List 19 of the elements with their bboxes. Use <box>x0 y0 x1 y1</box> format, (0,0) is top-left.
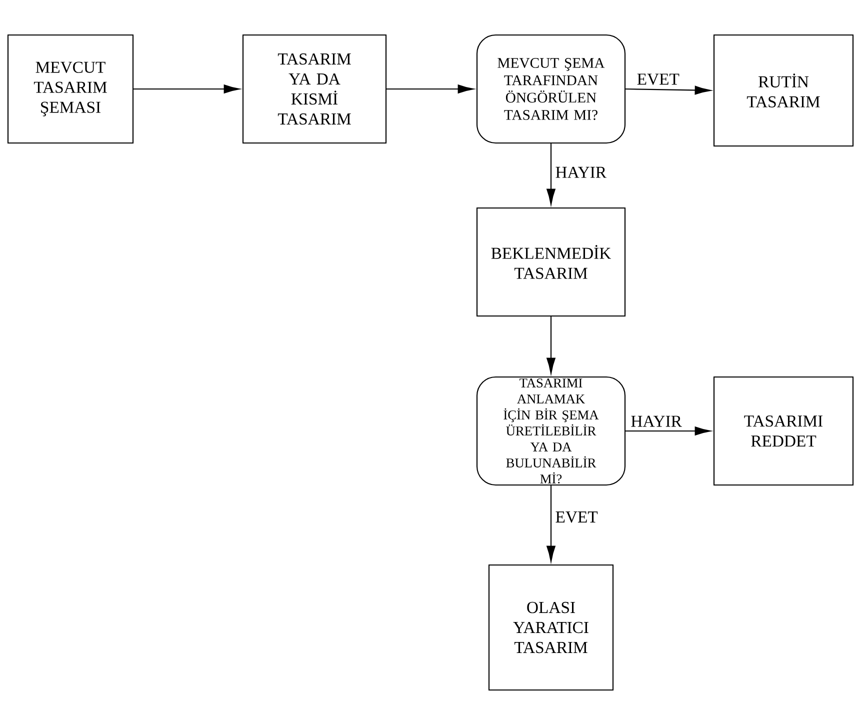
process-box: OLASI YARATICI TASARIM <box>488 564 614 691</box>
decision-box: TASARIMI ANLAMAK İÇİN BİR ŞEMA ÜRETİLEBİLİR YA DA BULUNABİLİR Mİ? <box>476 376 626 486</box>
arrow <box>546 316 556 374</box>
edge-label: EVET <box>637 74 680 85</box>
process-box: TASARIMI REDDET <box>713 376 854 486</box>
arrow <box>626 426 711 436</box>
edge-label: EVET <box>556 512 598 523</box>
arrow <box>546 486 556 562</box>
arrow <box>546 144 556 205</box>
edge-label: HAYIR <box>631 416 682 427</box>
arrow <box>134 84 240 94</box>
arrow <box>626 86 711 95</box>
process-box: BEKLENMEDİK TASARIM <box>476 207 626 317</box>
decision-box: MEVCUT ŞEMA TARAFINDAN ÖNGÖRÜLEN TASARIM MI? <box>476 34 626 144</box>
edge-label: HAYIR <box>556 166 606 178</box>
process-box: RUTİN TASARIM <box>713 34 854 147</box>
process-box: MEVCUT TASARIM ŞEMASI <box>7 34 134 144</box>
arrow <box>386 84 474 94</box>
process-box: TASARIM YA DA KISMİ TASARIM <box>242 34 387 144</box>
